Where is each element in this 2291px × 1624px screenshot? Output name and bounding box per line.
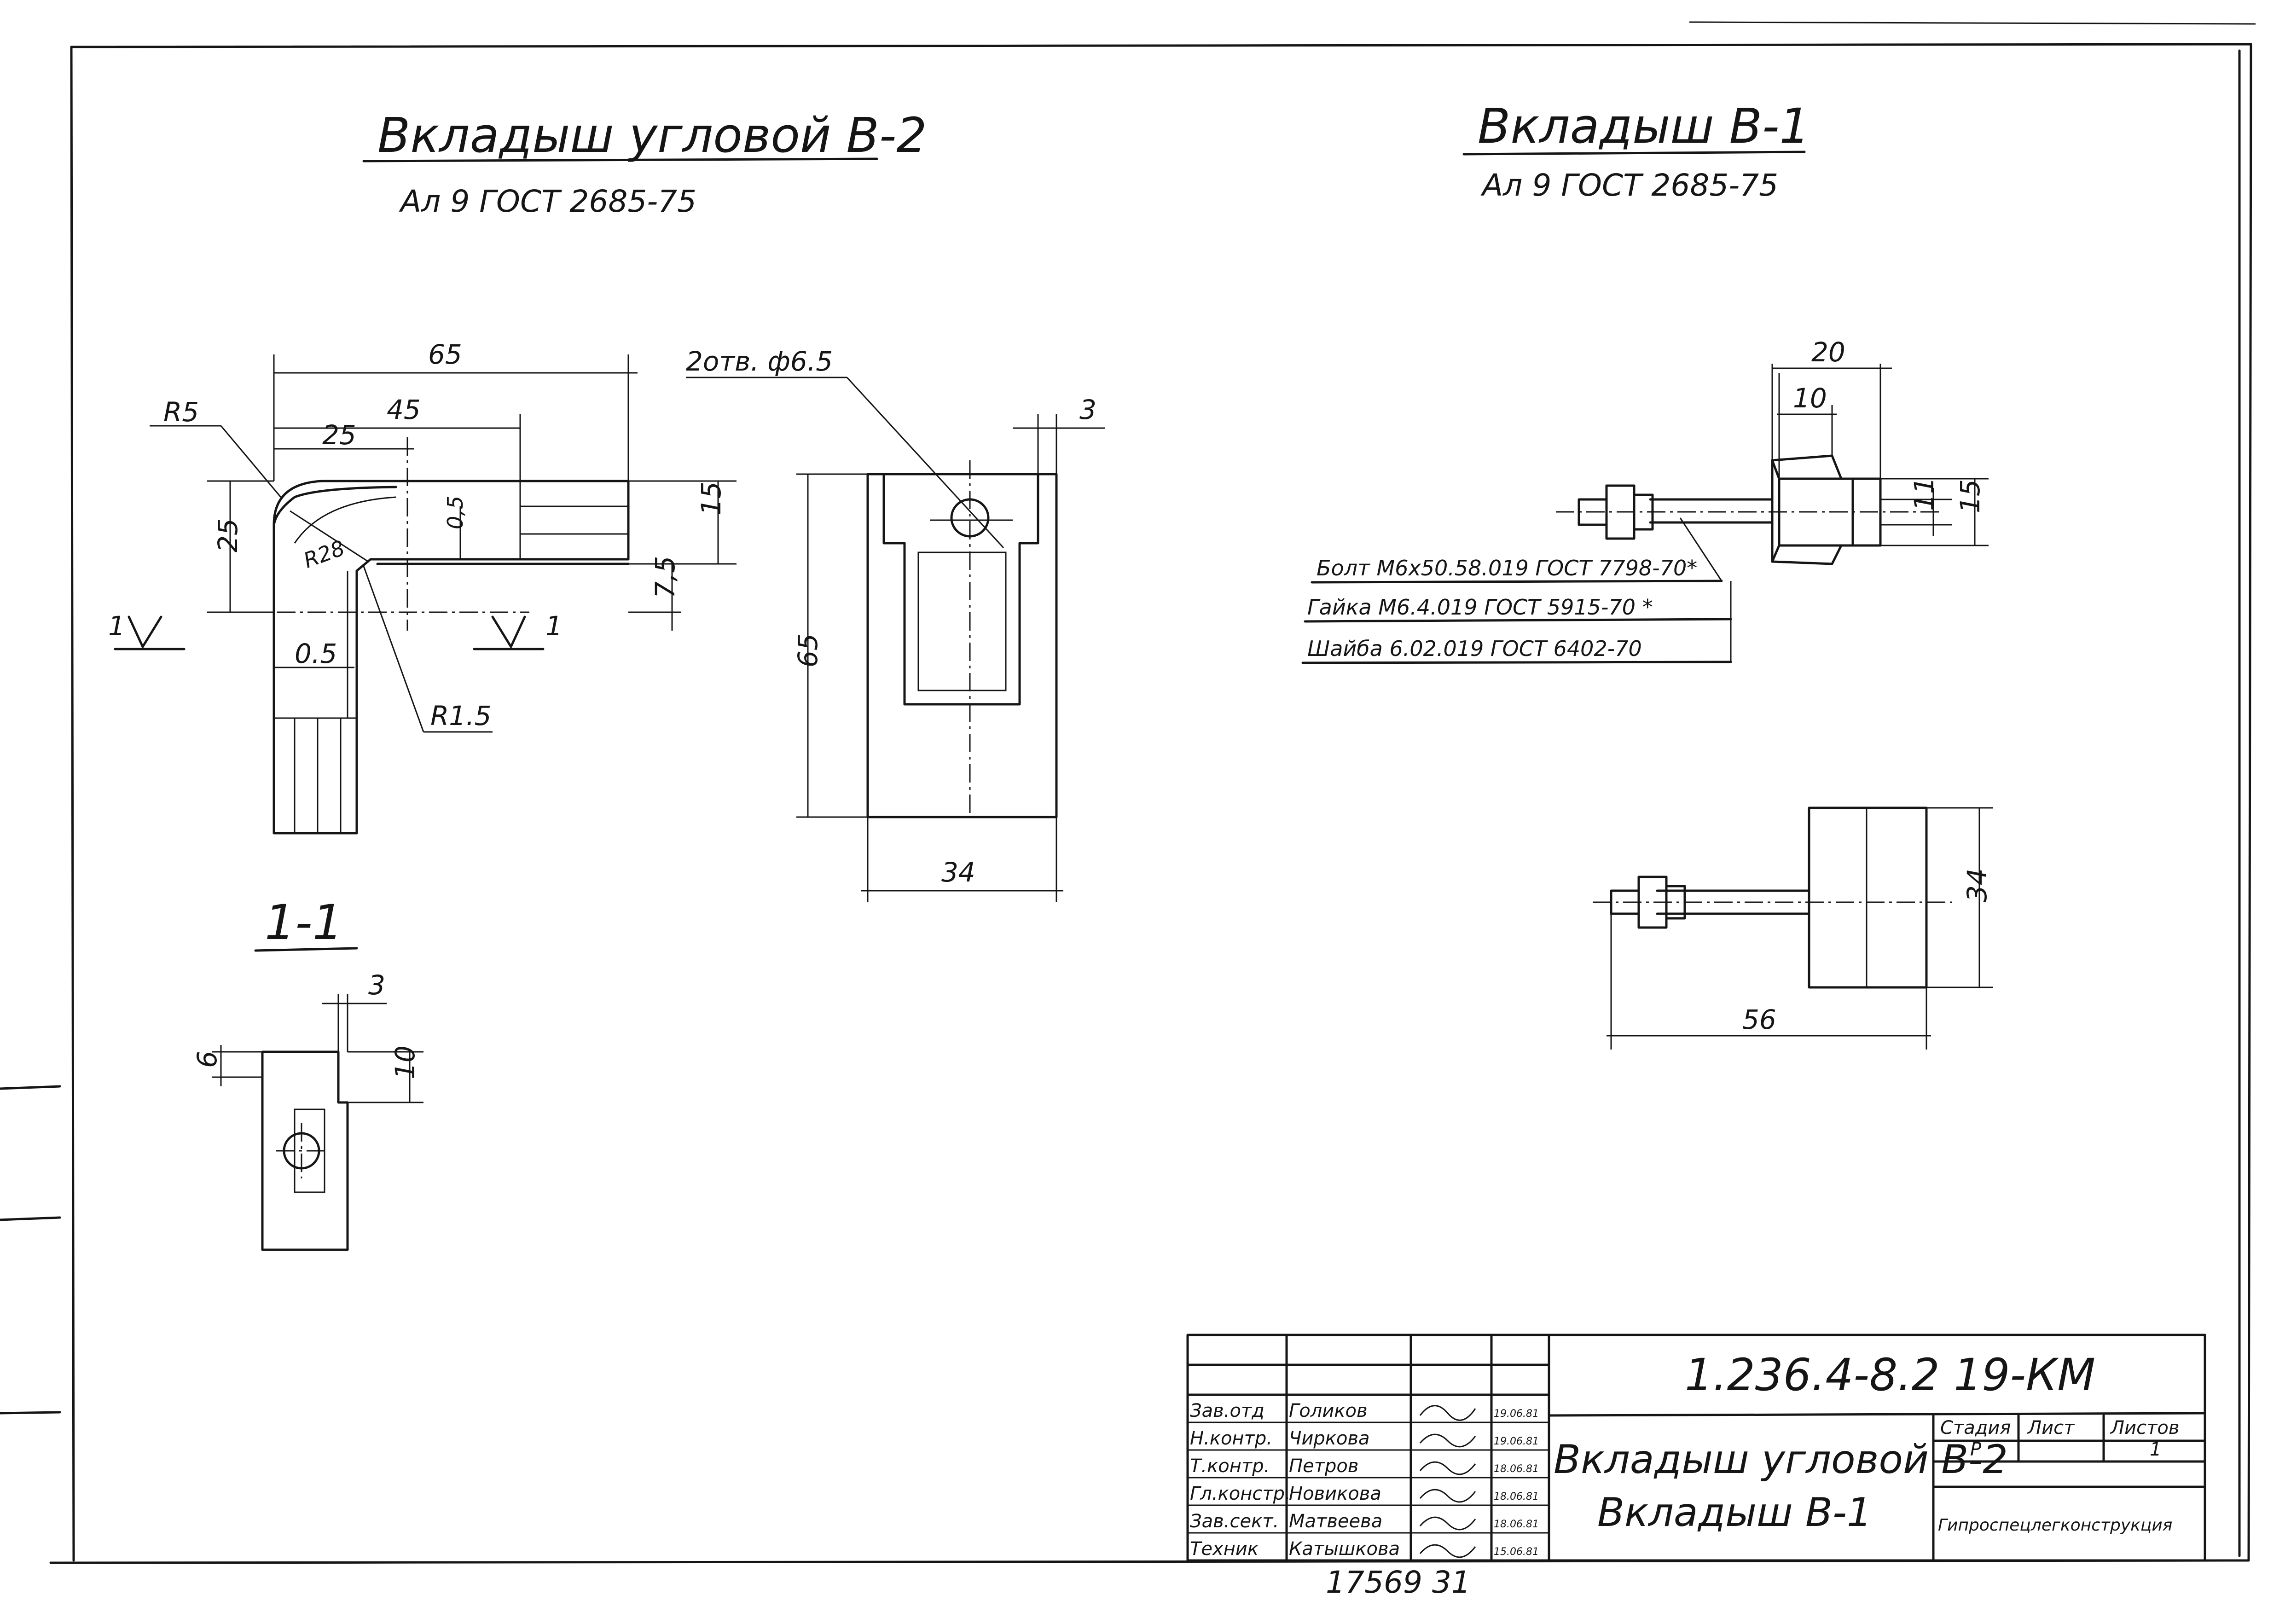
insert-b2-corner-view bbox=[216, 437, 630, 835]
signature-mark-6 bbox=[1419, 1544, 1476, 1558]
signature-mark-5 bbox=[1419, 1516, 1476, 1531]
insert-b1-title: Вкладыш В-1 bbox=[1478, 98, 1810, 154]
name-5: Матвеева bbox=[1289, 1511, 1382, 1532]
dim-15: 15 bbox=[696, 481, 727, 516]
drawing-name-line2: Вкладыш В-1 bbox=[1597, 1490, 1872, 1536]
dim-34-b1: 34 bbox=[1961, 868, 1993, 902]
dim-r28: R28 bbox=[300, 535, 348, 573]
signature-row-1: Зав.отд Голиков 19.06.81 bbox=[1190, 1400, 1539, 1421]
dim-r5: R5 bbox=[163, 396, 199, 428]
signature-mark-2 bbox=[1419, 1433, 1476, 1448]
dim-25-vertical: 25 bbox=[212, 518, 244, 552]
date-5: 18.06.81 bbox=[1494, 1519, 1539, 1530]
sheet-header: Лист bbox=[2027, 1417, 2075, 1438]
dim-45: 45 bbox=[387, 394, 421, 425]
dim-0-5-bottom: 0.5 bbox=[295, 638, 337, 669]
dim-56: 56 bbox=[1742, 1004, 1776, 1035]
date-6: 15.06.81 bbox=[1494, 1546, 1539, 1558]
stage-header: Стадия bbox=[1940, 1417, 2011, 1438]
signature-row-4: Гл.констр. Новикова 18.06.81 bbox=[1190, 1483, 1539, 1504]
role-3: Т.контр. bbox=[1190, 1456, 1270, 1477]
insert-b1-side-view: 20 10 11 15 bbox=[1556, 336, 1989, 565]
dim-34-front: 34 bbox=[941, 857, 975, 888]
holes-note: 2отв. ф6.5 bbox=[686, 346, 833, 377]
name-2: Чиркова bbox=[1289, 1428, 1370, 1449]
insert-b2-title: Вкладыш угловой В-2 bbox=[377, 107, 927, 163]
name-1: Голиков bbox=[1289, 1400, 1368, 1421]
date-4: 18.06.81 bbox=[1494, 1491, 1539, 1502]
date-2: 19.06.81 bbox=[1494, 1436, 1539, 1447]
signature-mark-1 bbox=[1419, 1405, 1476, 1421]
name-6: Катышкова bbox=[1289, 1538, 1400, 1560]
dim-65: 65 bbox=[428, 339, 462, 370]
insert-b1-heading: Вкладыш В-1 Ал 9 ГОСТ 2685-75 bbox=[1462, 98, 1810, 203]
insert-b1-top-view: 34 56 bbox=[1593, 806, 1993, 1050]
section-1-1-markers: 1 1 bbox=[108, 610, 563, 650]
dim-25-horizontal: 25 bbox=[322, 419, 356, 451]
section-marker-left: 1 bbox=[108, 610, 125, 642]
insert-b2-material: Ал 9 ГОСТ 2685-75 bbox=[399, 184, 696, 219]
insert-b2-dimensions: 65 45 25 R5 R28 25 0,5 15 7,5 0.5 R1.5 bbox=[150, 339, 737, 733]
role-2: Н.контр. bbox=[1190, 1428, 1272, 1449]
signature-row-3: Т.контр. Петров 18.06.81 bbox=[1190, 1456, 1539, 1477]
stage-value: Р bbox=[1970, 1439, 1982, 1460]
dim-6-section: 6 bbox=[191, 1051, 223, 1068]
role-6: Техник bbox=[1190, 1538, 1259, 1560]
drawing-code: 1.236.4-8.2 19-КМ bbox=[1685, 1349, 2095, 1401]
insert-b1-material: Ал 9 ГОСТ 2685-75 bbox=[1480, 168, 1778, 203]
nut-callout: Гайка М6.4.019 ГОСТ 5915-70 * bbox=[1307, 595, 1653, 620]
section-1-1-view: 1-1 3 6 10 bbox=[191, 894, 423, 1251]
signature-row-5: Зав.сект. Матвеева 18.06.81 bbox=[1190, 1511, 1539, 1532]
dim-20: 20 bbox=[1811, 336, 1845, 368]
dim-11: 11 bbox=[1908, 477, 1940, 511]
date-3: 18.06.81 bbox=[1494, 1463, 1539, 1475]
organization: Гипроспецлегконструкция bbox=[1938, 1516, 2172, 1535]
name-4: Новикова bbox=[1289, 1483, 1381, 1504]
section-marker-right: 1 bbox=[545, 610, 563, 642]
fastener-callouts: Болт М6х50.58.019 ГОСТ 7798-70* Гайка М6… bbox=[1301, 517, 1732, 664]
sheet-frame bbox=[0, 21, 2256, 1564]
dim-r1-5: R1.5 bbox=[430, 700, 492, 731]
signature-row-2: Н.контр. Чиркова 19.06.81 bbox=[1190, 1428, 1539, 1449]
insert-b2-heading: Вкладыш угловой В-2 Ал 9 ГОСТ 2685-75 bbox=[362, 107, 927, 219]
role-4: Гл.констр. bbox=[1190, 1483, 1291, 1504]
dim-65-front: 65 bbox=[792, 633, 824, 667]
dim-15-b1: 15 bbox=[1955, 479, 1986, 513]
bolt-callout: Болт М6х50.58.019 ГОСТ 7798-70* bbox=[1317, 556, 1697, 580]
signature-row-6: Техник Катышкова 15.06.81 bbox=[1190, 1538, 1539, 1560]
dim-7-5: 7,5 bbox=[650, 556, 681, 598]
washer-callout: Шайба 6.02.019 ГОСТ 6402-70 bbox=[1307, 636, 1642, 661]
archive-number: 17569 31 bbox=[1326, 1565, 1471, 1600]
signature-mark-4 bbox=[1419, 1489, 1476, 1503]
sheets-value: 1 bbox=[2150, 1439, 2161, 1460]
dim-3-front: 3 bbox=[1079, 394, 1096, 425]
dim-0-5-top: 0,5 bbox=[443, 496, 468, 529]
signature-mark-3 bbox=[1419, 1461, 1476, 1475]
dim-3-section: 3 bbox=[368, 969, 385, 1001]
sheets-header: Листов bbox=[2110, 1417, 2179, 1438]
role-1: Зав.отд bbox=[1190, 1400, 1264, 1421]
name-3: Петров bbox=[1289, 1456, 1358, 1477]
dim-10: 10 bbox=[1793, 383, 1827, 414]
dim-10-section: 10 bbox=[389, 1045, 421, 1079]
role-5: Зав.сект. bbox=[1190, 1511, 1279, 1532]
insert-b2-front-view: 2отв. ф6.5 3 65 34 bbox=[686, 346, 1105, 902]
date-1: 19.06.81 bbox=[1494, 1408, 1539, 1420]
section-label: 1-1 bbox=[265, 894, 343, 951]
drawing-name-line1: Вкладыш угловой В-2 bbox=[1554, 1437, 2008, 1483]
title-block: 1.236.4-8.2 19-КМ Вкладыш угловой В-2 Вк… bbox=[1186, 1334, 2206, 1562]
